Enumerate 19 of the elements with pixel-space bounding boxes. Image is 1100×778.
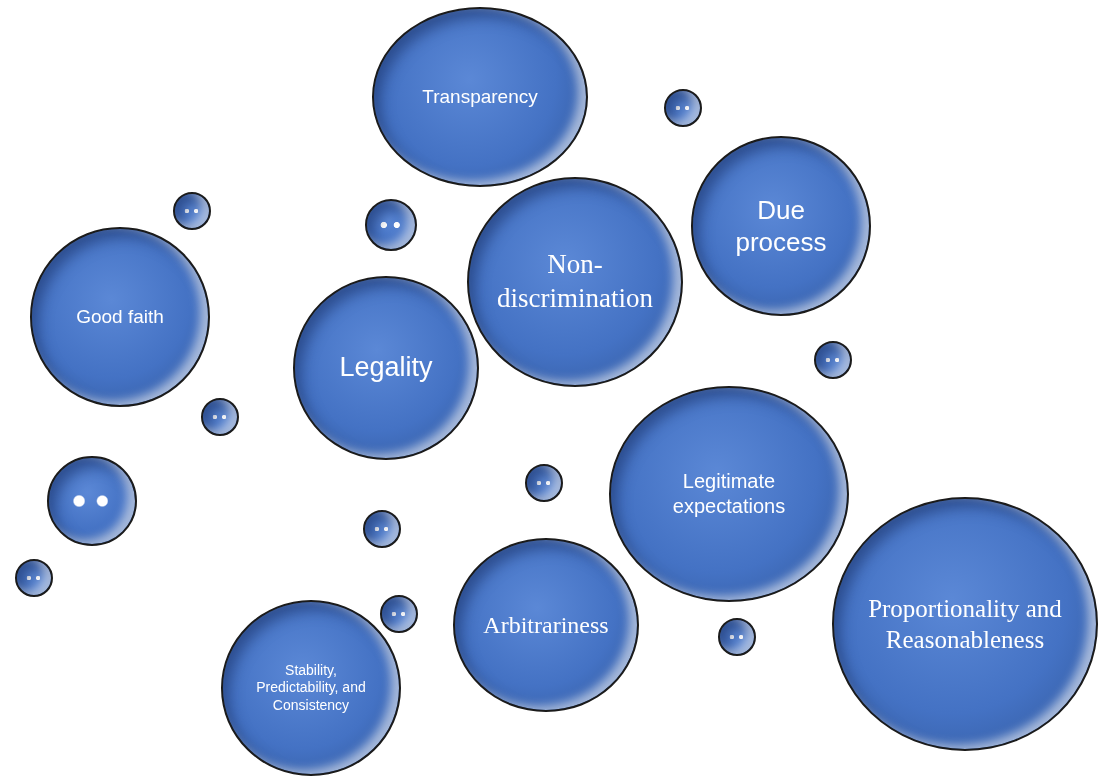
bubble-circle [363,510,401,548]
bubble-label: Legality [339,351,433,385]
bubble-label: Legitimate expectations [671,469,787,519]
bubble-circle [380,595,418,633]
bubble-label: Arbitrariness [483,611,609,640]
bubble-circle [15,559,53,597]
bubble-circle [365,199,417,251]
bubble-circle [718,618,756,656]
bubble-label: Due process [734,193,828,259]
bubble-label: Good faith [76,305,164,329]
bubble-circle [814,341,852,379]
bubble-circle [173,192,211,230]
bubble-circle [201,398,239,436]
bubble-circle [525,464,563,502]
bubble-label: Stability, Predictability, and Consistency [256,661,366,715]
bubble-label: Non-discrimination [496,248,654,315]
bubble-circle [664,89,702,127]
bubble-label: Proportionality and Reasonableness [867,593,1063,655]
bubble-label: Transparency [422,85,538,109]
